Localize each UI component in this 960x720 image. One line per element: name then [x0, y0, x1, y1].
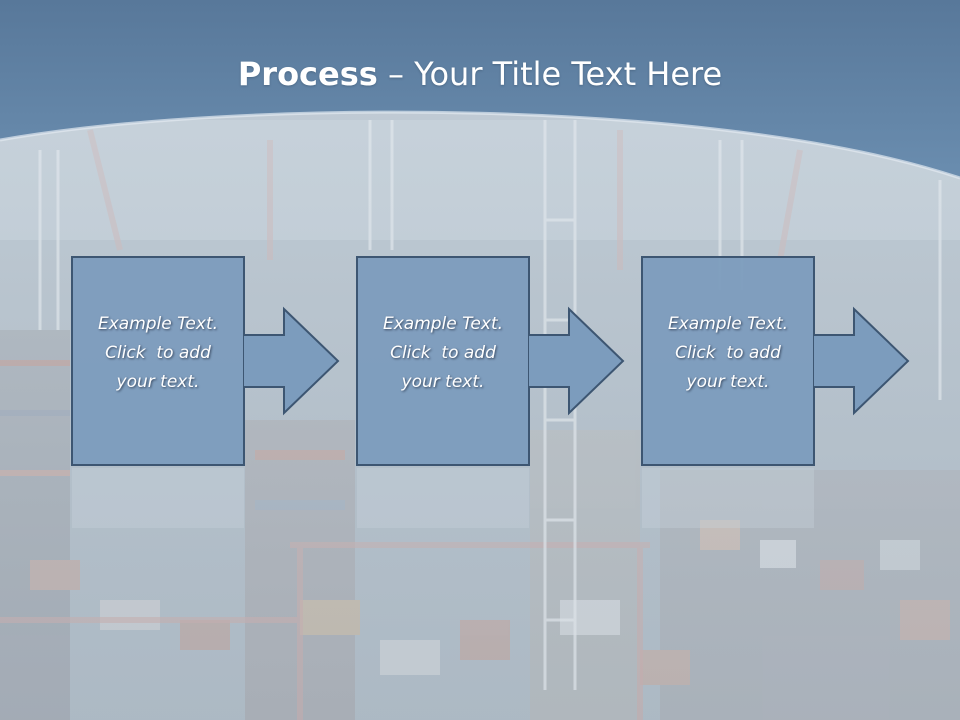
process-step-2[interactable] — [356, 256, 625, 466]
step-text-line: your text. — [686, 372, 770, 392]
step-text-line: Example Text. — [97, 314, 219, 334]
arrow-right-icon — [244, 306, 340, 416]
arrow-right-icon — [814, 306, 910, 416]
process-step-3[interactable] — [641, 256, 910, 466]
step-text-line: your text. — [401, 372, 485, 392]
title-bold-part: Process — [237, 55, 378, 93]
step-2-text[interactable]: Example Text. Click to add your text. — [357, 310, 529, 397]
title-separator: – — [377, 55, 415, 93]
header-band — [0, 0, 960, 178]
step-text-line: Click to add — [390, 343, 496, 363]
arrow-right-icon — [529, 306, 625, 416]
step-text-line: your text. — [116, 372, 200, 392]
step-text-line: Click to add — [675, 343, 781, 363]
step-3-text[interactable]: Example Text. Click to add your text. — [642, 310, 814, 397]
step-1-text[interactable]: Example Text. Click to add your text. — [72, 310, 244, 397]
step-text-line: Example Text. — [667, 314, 789, 334]
process-step-1[interactable] — [71, 256, 340, 466]
step-text-line: Click to add — [105, 343, 211, 363]
step-text-line: Example Text. — [382, 314, 504, 334]
slide-title[interactable]: Process – Your Title Text Here — [0, 52, 960, 96]
title-rest: Your Title Text Here — [414, 55, 723, 93]
